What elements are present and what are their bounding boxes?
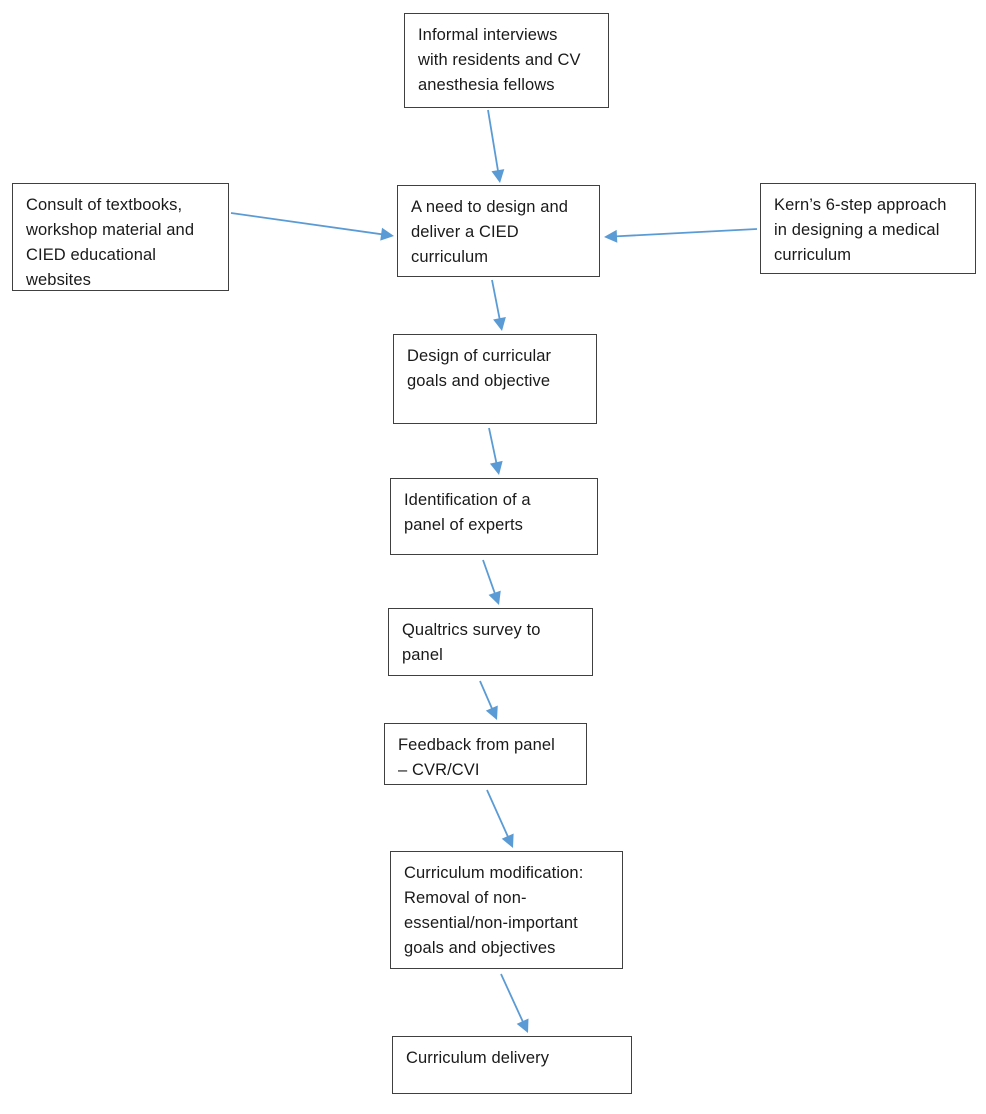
node-label: Informal interviews with residents and C… — [418, 26, 581, 95]
node-label: Feedback from panel – CVR/CVI — [398, 736, 555, 780]
arrow-head — [489, 460, 503, 475]
arrow-survey-to-feedback — [479, 680, 498, 720]
node-feedback-panel: Feedback from panel – CVR/CVI — [384, 723, 587, 785]
arrow-shaft — [488, 427, 498, 464]
node-label: Kern’s 6-step approach in designing a me… — [774, 196, 947, 265]
arrow-shaft — [615, 228, 758, 238]
arrow-goals-to-panel — [488, 427, 503, 475]
arrow-head — [380, 227, 394, 241]
node-label: Curriculum modification: Removal of non-… — [404, 864, 584, 958]
node-label: A need to design and deliver a CIED curr… — [411, 198, 569, 267]
node-label: Consult of textbooks, workshop material … — [26, 196, 195, 290]
node-informal-interviews: Informal interviews with residents and C… — [404, 13, 609, 108]
arrow-interviews-to-need — [487, 109, 505, 183]
arrow-head — [604, 229, 618, 243]
arrow-kerns-to-need — [604, 228, 758, 243]
arrow-modify-to-delivery — [500, 973, 529, 1033]
node-curriculum-modification: Curriculum modification: Removal of non-… — [390, 851, 623, 969]
arrow-head — [488, 590, 501, 605]
node-consult-textbooks: Consult of textbooks, workshop material … — [12, 183, 229, 291]
node-design-goals: Design of curricular goals and objective — [393, 334, 597, 424]
arrow-panel-to-survey — [482, 559, 501, 605]
arrow-shaft — [486, 789, 510, 838]
arrow-head — [493, 316, 506, 331]
node-qualtrics-survey: Qualtrics survey to panel — [388, 608, 593, 676]
node-identify-panel: Identification of a panel of experts — [390, 478, 598, 555]
arrow-head — [501, 833, 514, 848]
arrow-head — [516, 1018, 529, 1033]
node-label: Design of curricular goals and objective — [407, 347, 552, 391]
arrow-shaft — [500, 973, 525, 1023]
arrow-shaft — [487, 109, 500, 172]
arrow-head — [491, 169, 505, 183]
arrow-shaft — [491, 279, 501, 320]
arrow-need-to-design-goals — [491, 279, 506, 331]
node-label: Qualtrics survey to panel — [402, 621, 541, 665]
arrow-head — [485, 705, 498, 720]
arrow-shaft — [230, 212, 383, 236]
node-kerns-approach: Kern’s 6-step approach in designing a me… — [760, 183, 976, 274]
node-label: Identification of a panel of experts — [404, 491, 531, 535]
arrow-shaft — [479, 680, 494, 710]
arrow-shaft — [482, 559, 496, 595]
arrow-consult-to-need — [230, 212, 394, 241]
arrow-feedback-to-modify — [486, 789, 514, 848]
node-label: Curriculum delivery — [406, 1049, 550, 1067]
node-curriculum-delivery: Curriculum delivery — [392, 1036, 632, 1094]
node-need-to-design: A need to design and deliver a CIED curr… — [397, 185, 600, 277]
